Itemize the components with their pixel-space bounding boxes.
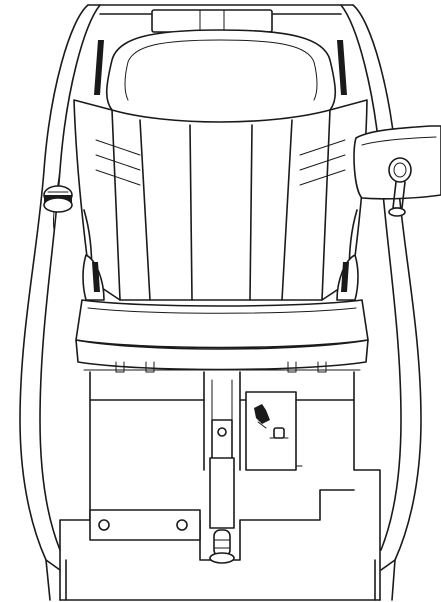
outer-shell (19, 4, 422, 571)
side-arm-openings (82, 254, 359, 301)
seat-tray (75, 299, 369, 373)
backrest (73, 29, 368, 301)
lower-front (45, 371, 396, 601)
foot-symbol-icon (269, 427, 289, 439)
remote-control-holder (353, 125, 441, 217)
center-column (209, 419, 235, 564)
left-knob (43, 185, 73, 213)
seat-symbol-icon (254, 404, 270, 429)
